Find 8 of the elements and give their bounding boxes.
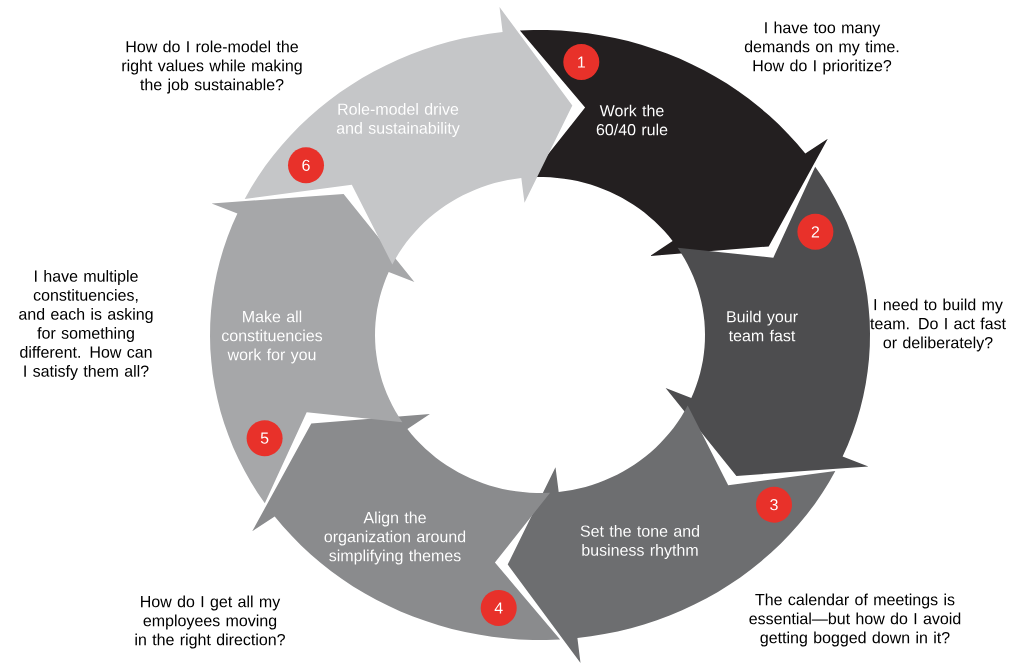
- number-badge: 4: [480, 589, 517, 626]
- question-text: I need to build my team. Do I act fast or deliberately?: [870, 298, 1006, 352]
- number-badge: 6: [288, 147, 324, 184]
- number-badge: 1: [563, 44, 600, 81]
- number-badge: 5: [246, 420, 283, 457]
- number-badge: 2: [797, 213, 834, 250]
- number-badge: 3: [756, 486, 792, 523]
- question-text: I have multiple constituencies, and each is asking for something different. How can I satisfy them all?: [19, 270, 153, 380]
